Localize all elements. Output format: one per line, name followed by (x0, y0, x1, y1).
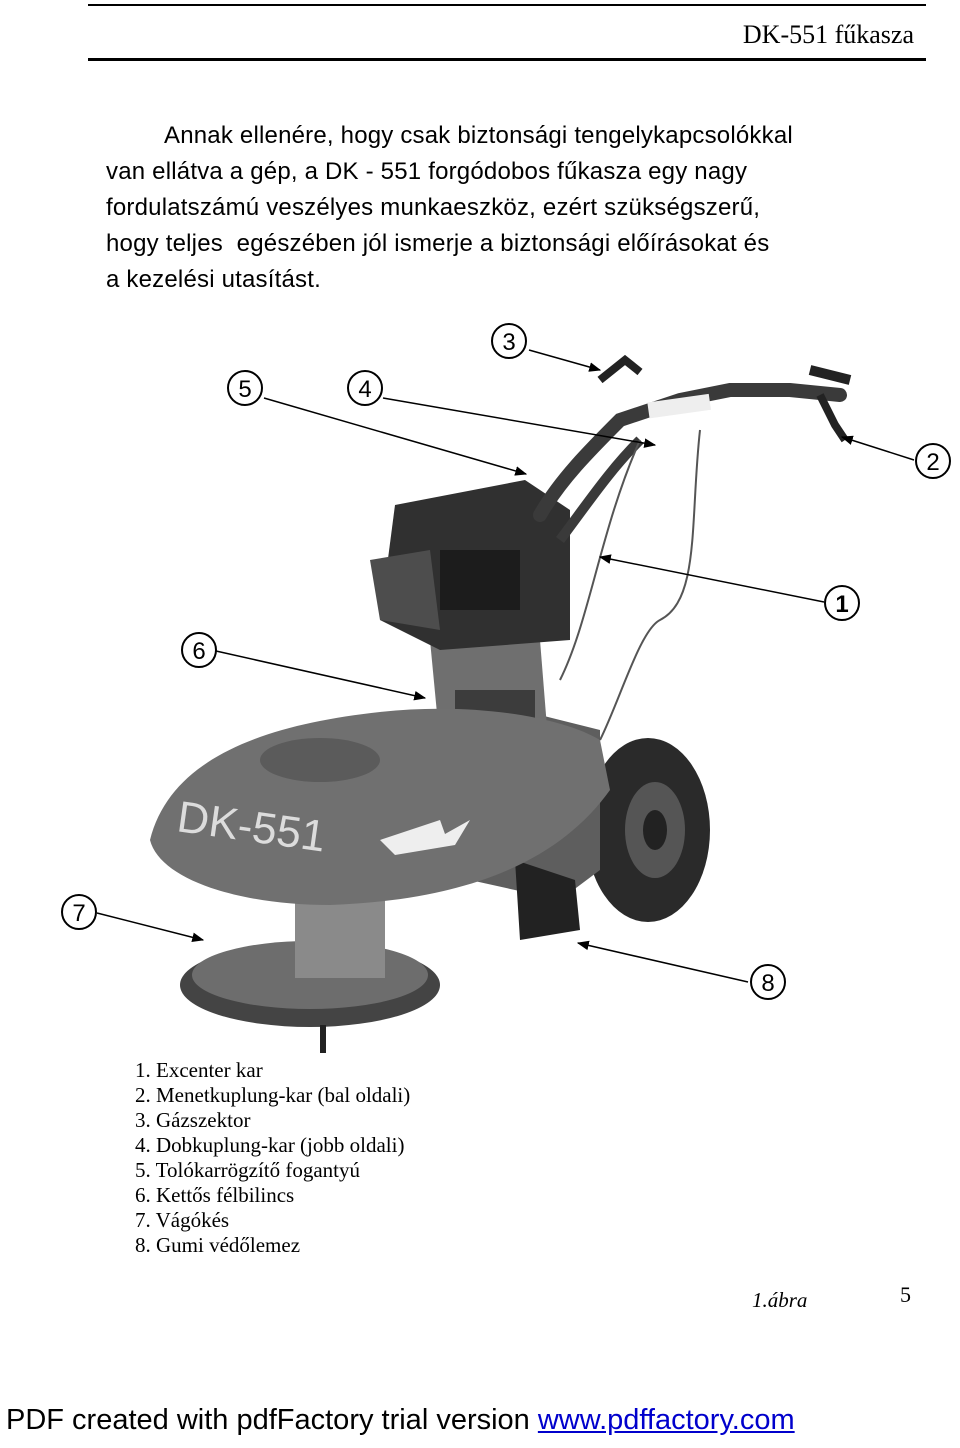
callout-2: 2 (915, 443, 951, 479)
page-number: 5 (900, 1282, 911, 1307)
footer-text: PDF created with pdfFactory trial versio… (6, 1404, 538, 1436)
legend-item: 5. Tolókarrögzítő fogantyú (135, 1158, 361, 1182)
leader-lines (96, 349, 915, 983)
legend-item: 3. Gázszektor (135, 1108, 251, 1132)
callout-4: 4 (347, 370, 383, 406)
svg-text:2: 2 (926, 449, 939, 476)
pdf-footer: PDF created with pdfFactory trial versio… (6, 1404, 795, 1437)
mower-illustration: DK-551 (150, 354, 852, 1053)
intro-line: van ellátva a gép, a DK - 551 forgódobos… (106, 158, 748, 185)
svg-text:7: 7 (72, 900, 85, 927)
intro-paragraph: Annak ellenére, hogy csak biztonsági ten… (106, 118, 921, 298)
svg-text:5: 5 (238, 376, 251, 403)
legend-item: 6. Kettős félbilincs (135, 1183, 295, 1207)
svg-text:1: 1 (835, 591, 848, 618)
callout-8: 8 (750, 964, 786, 1000)
svg-text:4: 4 (358, 376, 371, 403)
callout-6: 6 (181, 632, 217, 668)
intro-line: fordulatszámú veszélyes munkaeszköz, ezé… (106, 194, 761, 221)
callout-1: 1 (824, 585, 860, 621)
legend-item: 4. Dobkuplung-kar (jobb oldali) (135, 1133, 405, 1157)
figure-caption: 1.ábra (752, 1288, 808, 1312)
header-title: DK-551 fűkasza (742, 20, 914, 49)
mower-figure: DK-551 3 5 4 2 1 (61, 323, 951, 1053)
header-rule-top (88, 4, 926, 6)
legend-item: 8. Gumi védőlemez (135, 1233, 301, 1257)
svg-text:6: 6 (192, 638, 205, 665)
parts-legend: 1. Excenter kar 2. Menetkuplung-kar (bal… (135, 1058, 410, 1258)
svg-text:3: 3 (502, 329, 515, 356)
callout-3: 3 (491, 323, 527, 359)
footer-link[interactable]: www.pdffactory.com (537, 1404, 795, 1436)
legend-item: 2. Menetkuplung-kar (bal oldali) (135, 1083, 411, 1107)
intro-line: hogy teljes egészében jól ismerje a bizt… (106, 230, 770, 257)
intro-line: a kezelési utasítást. (106, 266, 321, 293)
legend-item: 7. Vágókés (135, 1208, 230, 1232)
callout-7: 7 (61, 894, 97, 930)
callout-5: 5 (227, 370, 263, 406)
header-rule-bottom (88, 58, 926, 61)
svg-text:8: 8 (761, 970, 774, 997)
intro-line: Annak ellenére, hogy csak biztonsági ten… (164, 122, 793, 149)
legend-item: 1. Excenter kar (135, 1058, 263, 1082)
